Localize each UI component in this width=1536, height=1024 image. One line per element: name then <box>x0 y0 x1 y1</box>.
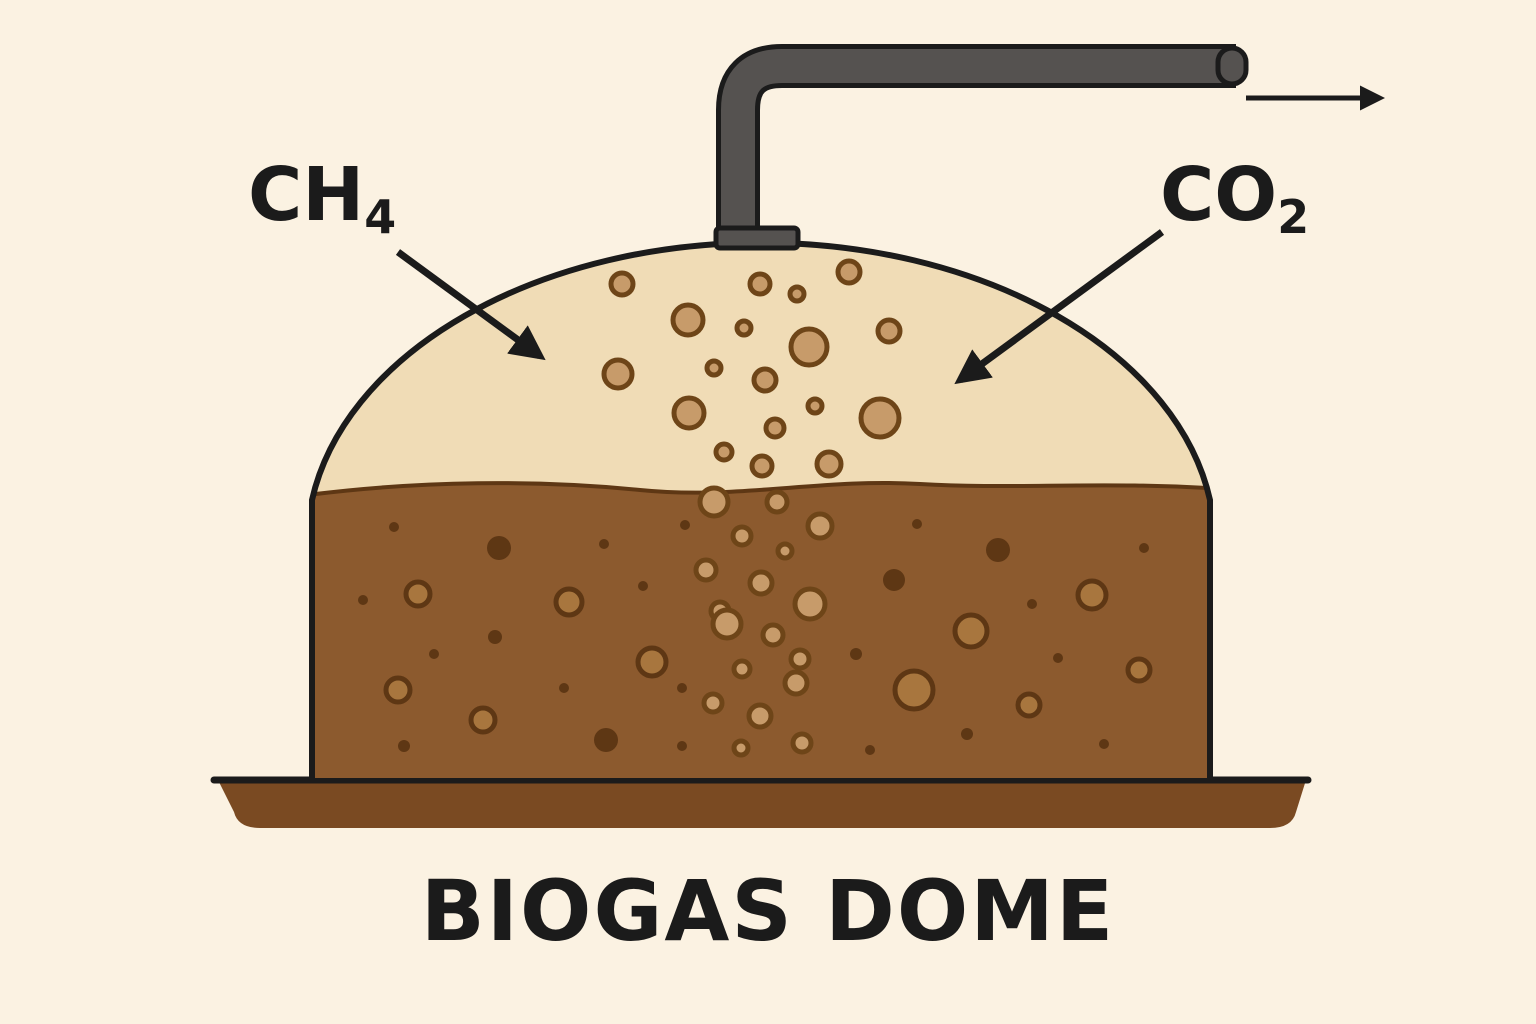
gas-bubble-icon <box>805 396 825 416</box>
slurry-particle-icon <box>1139 543 1149 553</box>
slurry-particle-icon <box>912 519 922 529</box>
slurry-particle-icon <box>487 536 511 560</box>
base-tray <box>218 780 1306 828</box>
gas-bubble-icon <box>835 258 863 286</box>
slurry-particle-icon <box>952 612 990 650</box>
gas-bubble-icon <box>788 647 812 671</box>
slurry-particle-icon <box>883 569 905 591</box>
gas-bubble-icon <box>746 702 774 730</box>
gas-bubble-icon <box>747 271 773 297</box>
gas-bubble-icon <box>713 441 735 463</box>
gas-bubble-icon <box>788 326 830 368</box>
gas-bubble-icon <box>710 607 744 641</box>
slurry-particle-icon <box>1027 599 1037 609</box>
gas-bubble-icon <box>670 302 706 338</box>
slurry-particle-icon <box>403 579 433 609</box>
diagram-title: BIOGAS DOME <box>420 862 1116 960</box>
gas-bubble-icon <box>749 453 775 479</box>
gas-bubble-icon <box>787 284 807 304</box>
slurry-particle-icon <box>677 741 687 751</box>
gas-bubble-icon <box>697 485 731 519</box>
ch4-label: CH4 <box>248 152 397 244</box>
slurry-particle-icon <box>635 645 669 679</box>
slurry-particle-icon <box>986 538 1010 562</box>
gas-bubble-icon <box>608 270 636 298</box>
slurry-particle-icon <box>892 668 936 712</box>
co2-label: CO2 <box>1160 152 1310 244</box>
gas-bubble-icon <box>601 357 635 391</box>
slurry-particle-icon <box>358 595 368 605</box>
co2-arrow <box>954 229 1165 385</box>
gas-bubble-icon <box>734 318 754 338</box>
slurry-particle-icon <box>468 705 498 735</box>
slurry-particle-icon <box>677 683 687 693</box>
slurry-particle-icon <box>850 648 862 660</box>
gas-bubble-icon <box>701 691 725 715</box>
slurry-particle-icon <box>594 728 618 752</box>
gas-bubble-icon <box>775 541 795 561</box>
gas-bubble-icon <box>730 524 754 548</box>
gas-bubble-icon <box>764 489 790 515</box>
slurry-particles <box>358 519 1153 755</box>
gas-bubble-icon <box>790 731 814 755</box>
slurry-particle-icon <box>1053 653 1063 663</box>
gas-bubble-icon <box>671 395 707 431</box>
gas-bubble-icon <box>782 669 810 697</box>
gas-pipe-icon <box>713 44 1249 251</box>
slurry-particle-icon <box>559 683 569 693</box>
gas-bubble-icon <box>763 416 787 440</box>
slurry-particle-icon <box>429 649 439 659</box>
gas-bubble-icon <box>751 366 779 394</box>
gas-bubble-icon <box>731 658 753 680</box>
slurry-particle-icon <box>638 581 648 591</box>
gas-bubble-icon <box>858 396 902 440</box>
slurry-particle-icon <box>383 675 413 705</box>
slurry-particle-icon <box>389 522 399 532</box>
slurry-particle-icon <box>961 728 973 740</box>
gas-bubble-icon <box>792 586 828 622</box>
gas-bubble-icon <box>747 569 775 597</box>
slurry-particle-icon <box>1075 578 1109 612</box>
slurry-particle-icon <box>1015 691 1043 719</box>
slurry-particle-icon <box>599 539 609 549</box>
slurry-particle-icon <box>488 630 502 644</box>
slurry-particle-icon <box>1099 739 1109 749</box>
gas-bubble-icon <box>731 738 751 758</box>
slurry-particle-icon <box>553 586 585 618</box>
gas-bubble-icon <box>693 557 719 583</box>
gas-bubbles <box>601 258 903 758</box>
slurry-particle-icon <box>398 740 410 752</box>
gas-bubble-icon <box>875 317 903 345</box>
gas-bubble-icon <box>760 622 786 648</box>
gas-bubble-icon <box>814 449 844 479</box>
slurry-particle-icon <box>680 520 690 530</box>
gas-bubble-icon <box>805 511 835 541</box>
slurry-particle-icon <box>1125 656 1153 684</box>
ch4-arrow <box>395 249 546 361</box>
gas-bubble-icon <box>704 358 724 378</box>
slurry-particle-icon <box>865 745 875 755</box>
